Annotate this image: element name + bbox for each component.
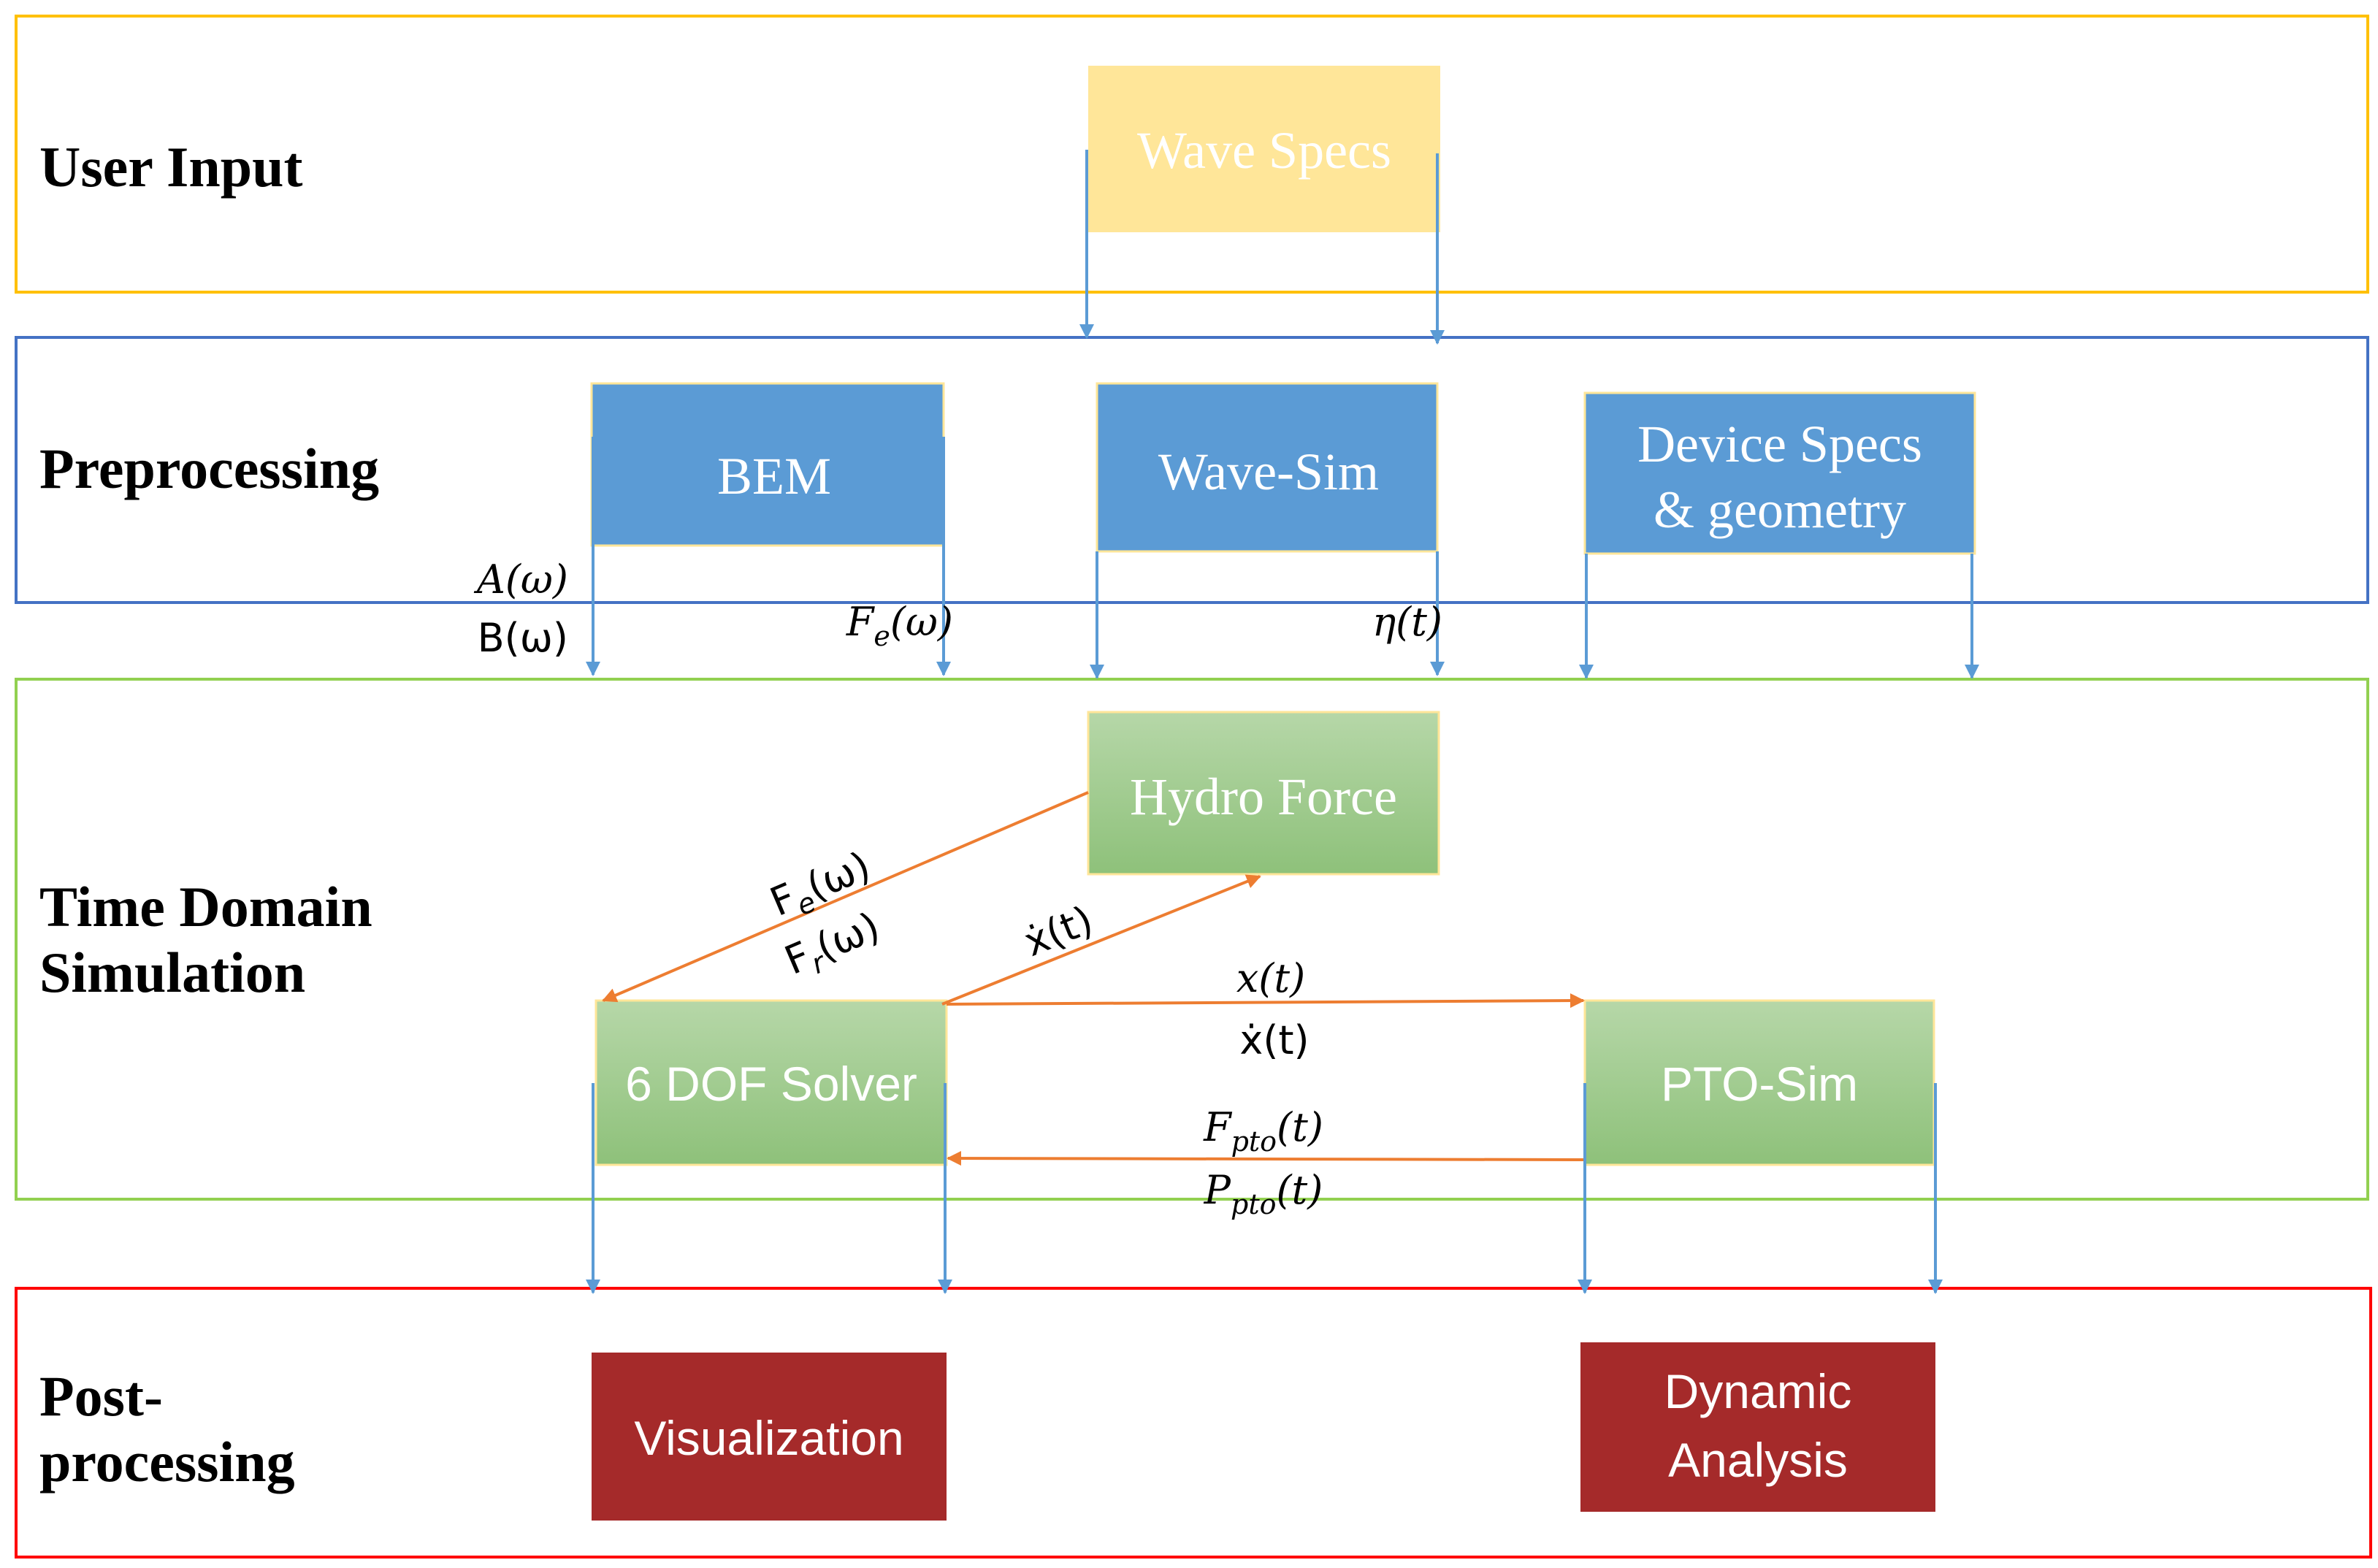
label-eta-t: η(t) (1372, 599, 1442, 645)
pto-sim-label: PTO-Sim (1661, 1057, 1858, 1111)
label-fpto-sub: pto (1231, 1125, 1277, 1158)
label-fe-omega-arg: (ω) (890, 599, 953, 645)
visualization-box (592, 1353, 947, 1521)
label-x-t: x(t) (1236, 955, 1305, 1001)
label-fpto: Fpto(t) (1203, 1104, 1323, 1158)
device-specs-label-1: Device Specs (1637, 415, 1922, 473)
dynamic-analysis-label-2: Analysis (1668, 1433, 1848, 1487)
label-b-omega: B(ω) (478, 615, 568, 661)
arrow-hydro-to-solver (602, 791, 1089, 1003)
label-a-omega: A(ω) (473, 557, 568, 603)
visualization-label: Visualization (634, 1411, 903, 1465)
lane-title-time-domain-1: Time Domain (39, 875, 372, 938)
label-fe-omega-sub: e (873, 620, 890, 652)
bem-label: BEM (717, 447, 831, 505)
hydro-force-label: Hydro Force (1130, 768, 1397, 826)
arrow-pto-to-solver (947, 1151, 1584, 1166)
label-fe-omega-main: F (846, 599, 876, 645)
dynamic-analysis-box (1580, 1342, 1935, 1512)
dof-solver-label: 6 DOF Solver (625, 1057, 917, 1111)
lane-user-input (15, 15, 2369, 294)
device-specs-box (1583, 391, 1976, 555)
wave-specs-box (1088, 66, 1440, 232)
wave-sim-box (1096, 382, 1439, 553)
label-xdot-mid: ẋ(t) (1239, 1017, 1309, 1063)
lane-time-domain (15, 678, 2369, 1201)
lane-post-processing (15, 1287, 2372, 1559)
lane-preprocessing (15, 336, 2369, 604)
label-ppto-main: P (1204, 1167, 1232, 1213)
device-specs-label-2: & geometry (1653, 481, 1906, 539)
wave-sim-label: Wave-Sim (1158, 443, 1379, 501)
dof-solver-box (594, 999, 948, 1166)
label-fe-omega: Fe(ω) (846, 599, 953, 652)
lane-title-time-domain-2: Simulation (39, 941, 305, 1004)
lane-title-user-input: User Input (39, 135, 303, 199)
label-xdot-up: ẋ(t) (1017, 897, 1099, 965)
hydro-force-box (1087, 711, 1440, 876)
label-ppto-arg: (t) (1276, 1167, 1323, 1213)
arrow-solver-to-pto (946, 993, 1585, 1009)
label-ppto-sub: pto (1231, 1188, 1276, 1220)
label-fpto-main: F (1203, 1104, 1233, 1150)
lane-title-post-2: processing (39, 1430, 295, 1494)
pto-sim-box (1583, 999, 1935, 1166)
label-fpto-arg: (t) (1277, 1104, 1323, 1150)
wave-specs-label: Wave Specs (1137, 121, 1391, 180)
lane-title-preprocessing: Preprocessing (39, 437, 379, 500)
dynamic-analysis-label-1: Dynamic (1664, 1364, 1852, 1418)
label-ppto: Ppto(t) (1204, 1167, 1323, 1220)
arrow-solver-to-hydro (941, 874, 1261, 1006)
lane-title-post-1: Post- (39, 1364, 163, 1428)
